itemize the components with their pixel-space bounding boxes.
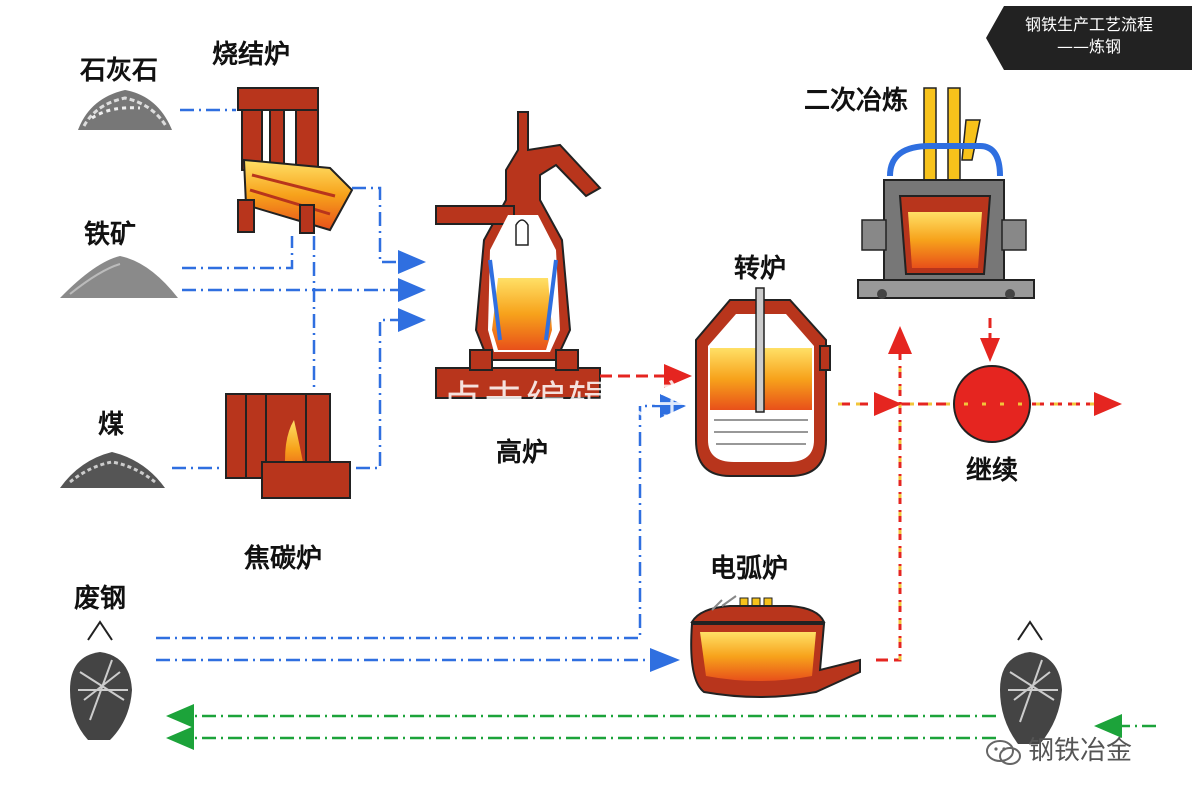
- iron-ore-pile-icon: [60, 256, 178, 298]
- title-badge-bg: [986, 6, 1192, 70]
- label-blast-furnace: 高炉: [496, 438, 549, 468]
- wechat-icon: [986, 739, 1021, 765]
- red-flow-lines: [600, 318, 1096, 662]
- coke-oven-icon: [225, 393, 351, 499]
- watermark-text: 点击编辑文字: [442, 378, 694, 424]
- blue-arrowheads: [398, 250, 686, 672]
- electric-arc-furnace-icon: [690, 595, 861, 698]
- blast-furnace-icon: [435, 111, 602, 399]
- brand-name: 钢铁冶金: [1028, 736, 1133, 766]
- title-text: 钢铁生产工艺流程 ——炼钢: [986, 14, 1192, 58]
- converter-icon: [695, 287, 831, 477]
- continuous-casting-icon: [953, 365, 1031, 443]
- title-badge: 钢铁生产工艺流程 ——炼钢: [986, 6, 1192, 70]
- sinter-machine-icon: [237, 87, 354, 234]
- title-line-2: ——炼钢: [1056, 37, 1121, 56]
- label-sinter: 烧结炉: [212, 40, 291, 70]
- label-iron-ore: 铁矿: [84, 220, 137, 250]
- label-secondary-refining: 二次冶炼: [804, 86, 909, 116]
- label-scrap-steel: 废钢: [74, 584, 127, 614]
- scrap-steel-bundle-icon: [70, 620, 132, 740]
- blue-flow-lines: [156, 108, 662, 662]
- brand-mark: 钢铁冶金: [984, 730, 1132, 767]
- green-return-lines: [190, 714, 1156, 740]
- label-converter: 转炉: [734, 254, 787, 284]
- red-arrowheads: [664, 326, 1122, 416]
- label-coke-oven: 焦碳炉: [244, 544, 323, 574]
- title-line-1: 钢铁生产工艺流程: [1024, 15, 1153, 34]
- label-coal: 煤: [98, 410, 125, 440]
- scrap-steel-bundle-right-icon: [1000, 620, 1062, 744]
- secondary-refining-icon: [857, 87, 1035, 299]
- limestone-pile-icon: [78, 90, 172, 130]
- label-limestone: 石灰石: [80, 56, 159, 86]
- label-electric-arc-furnace: 电弧炉: [710, 554, 789, 584]
- green-arrowheads: [166, 704, 1122, 750]
- label-continuous-casting: 继续: [966, 456, 1019, 486]
- coal-pile-icon: [60, 452, 165, 488]
